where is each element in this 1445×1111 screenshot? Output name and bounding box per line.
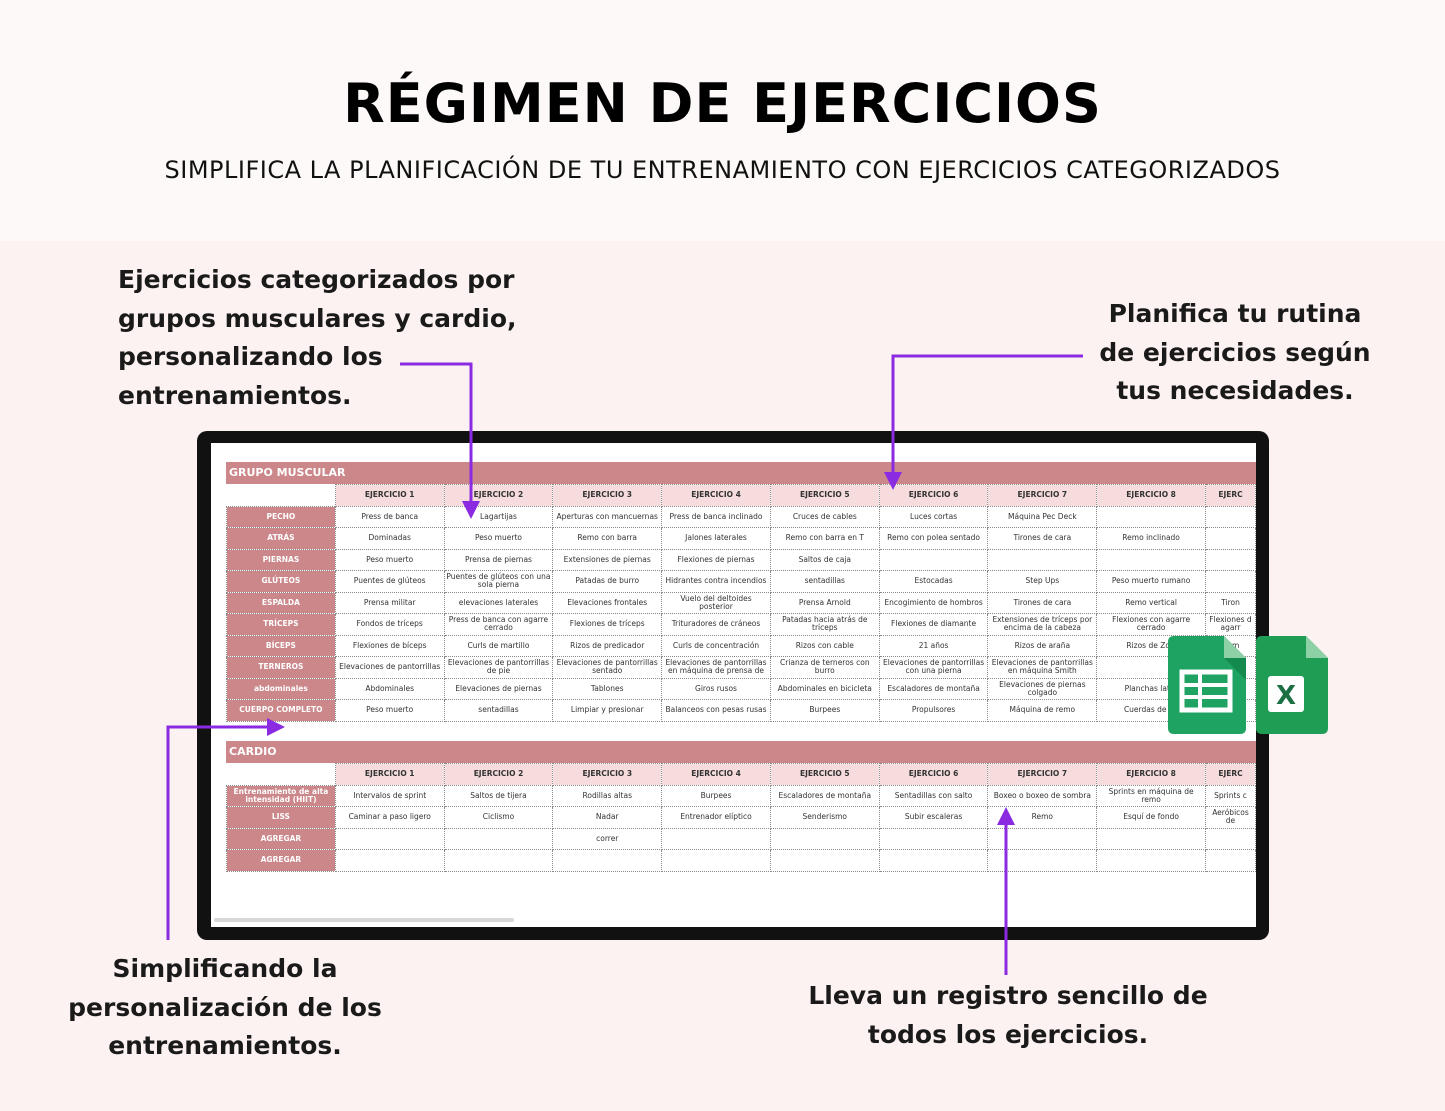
svg-text:X: X <box>1276 681 1296 711</box>
row-label[interactable]: ESPALDA <box>226 591 336 614</box>
page-subtitle: SIMPLIFICA LA PLANIFICACIÓN DE TU ENTREN… <box>164 156 1281 184</box>
row-label[interactable]: abdominales <box>226 677 336 700</box>
horizontal-scrollbar[interactable] <box>214 918 514 922</box>
exercise-cell[interactable] <box>1204 849 1256 872</box>
callout-categorized: Ejercicios categorizados por grupos musc… <box>118 265 517 410</box>
arrow-plan-routine <box>884 354 1083 490</box>
exercise-cell[interactable]: Peso muerto <box>334 699 445 722</box>
column-header[interactable]: EJERCICIO 2 <box>443 763 554 786</box>
excel-icon: X <box>1256 636 1328 734</box>
row-label[interactable]: Entrenamiento de alta intensidad (HIIT) <box>226 784 336 807</box>
column-header[interactable]: EJERCICIO 5 <box>769 484 880 507</box>
exercise-cell[interactable]: Máquina de remo <box>987 699 1098 722</box>
callout-track-record: Lleva un registro sencillo de todos los … <box>808 981 1208 1049</box>
column-header[interactable]: EJERC <box>1204 763 1256 786</box>
callout-simplifying: Simplificando la personalización de los … <box>68 954 382 1060</box>
column-header[interactable]: EJERCICIO 4 <box>661 484 771 507</box>
header-area <box>0 0 1445 241</box>
row-label[interactable]: BÍCEPS <box>226 634 336 657</box>
column-header[interactable]: EJERCICIO 8 <box>1096 763 1206 786</box>
arrow-categorized <box>400 362 480 519</box>
google-sheets-icon <box>1168 636 1246 734</box>
arrow-simplifying <box>166 718 285 940</box>
header-corner <box>226 484 336 506</box>
exercise-cell[interactable] <box>987 849 1098 872</box>
callout-plan-routine: Planifica tu rutina de ejercicios según … <box>1099 299 1371 405</box>
column-header[interactable]: EJERCICIO 1 <box>334 763 445 786</box>
column-header[interactable]: EJERCICIO 6 <box>878 484 989 507</box>
column-header[interactable]: EJERCICIO 1 <box>334 484 445 507</box>
column-header[interactable]: EJERCICIO 4 <box>661 763 771 786</box>
exercise-cell[interactable]: Burpees <box>769 699 880 722</box>
cardio-band: CARDIO <box>226 741 1256 763</box>
exercise-cell[interactable] <box>769 849 880 872</box>
row-label[interactable]: AGREGAR <box>226 849 336 872</box>
column-header[interactable]: EJERC <box>1204 484 1256 507</box>
column-header[interactable]: EJERCICIO 5 <box>769 763 880 786</box>
column-header[interactable]: EJERCICIO 8 <box>1096 484 1206 507</box>
page-title: RÉGIMEN DE EJERCICIOS <box>343 72 1102 135</box>
exercise-cell[interactable]: Propulsores <box>878 699 989 722</box>
header-corner <box>226 763 336 785</box>
row-label[interactable]: AGREGAR <box>226 827 336 850</box>
row-label[interactable]: LISS <box>226 806 336 829</box>
column-header[interactable]: EJERCICIO 3 <box>552 484 663 507</box>
exercise-cell[interactable]: Balanceos con pesas rusas <box>661 699 771 722</box>
muscle-group-band: GRUPO MUSCULAR <box>226 462 1256 484</box>
row-label[interactable]: TRÍCEPS <box>226 613 336 636</box>
table-row: AGREGAR <box>226 849 1256 872</box>
row-label[interactable]: GLÚTEOS <box>226 570 336 593</box>
table-row: Entrenamiento de alta intensidad (HIIT)I… <box>226 784 1256 807</box>
column-header[interactable]: EJERCICIO 7 <box>987 484 1098 507</box>
column-header[interactable]: EJERCICIO 7 <box>987 763 1098 786</box>
